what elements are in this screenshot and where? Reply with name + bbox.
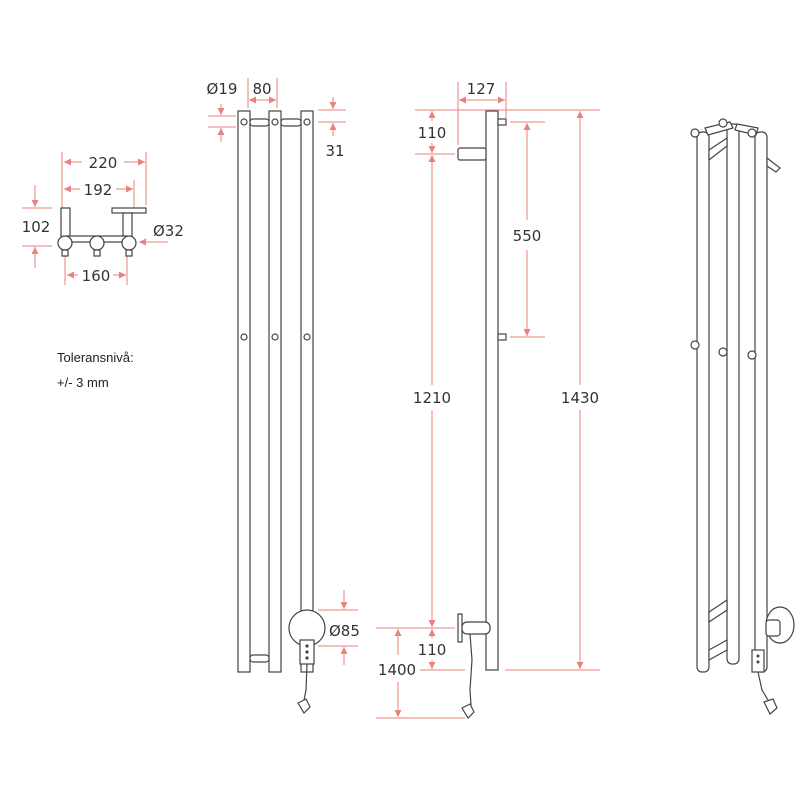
dim-ball-diameter: Ø32: [153, 222, 184, 240]
dim-bottom-offset: 110: [418, 641, 447, 659]
top-view: 220 192 102 Ø32 160: [22, 152, 184, 285]
perspective-view: [690, 118, 795, 715]
dim-thermostat-diameter: Ø85: [329, 622, 360, 640]
dim-top-offset: 31: [325, 142, 344, 160]
tolerance-value: +/- 3 mm: [57, 375, 109, 390]
dim-bracket-spacing: 160: [82, 267, 111, 285]
dim-cable-length: 1400: [378, 661, 416, 679]
dim-width-outer: 220: [89, 154, 118, 172]
dim-wall-depth: 127: [467, 80, 496, 98]
dim-width-inner: 192: [84, 181, 113, 199]
dim-tube-spacing: 80: [252, 80, 271, 98]
side-view: 127 110 1210 550 1430 110 1400: [376, 80, 600, 719]
dim-tube-diameter: Ø19: [207, 80, 238, 98]
dim-top-bracket-offset: 110: [418, 124, 447, 142]
tolerance-note: Toleransnivå: +/- 3 mm: [57, 350, 134, 390]
tolerance-label: Toleransnivå:: [57, 350, 134, 365]
dim-bracket-to-bracket: 1210: [413, 389, 451, 407]
dim-bracket-spacing: 550: [513, 227, 542, 245]
dim-depth: 102: [22, 218, 51, 236]
front-view: 80 Ø19 31 Ø85: [207, 78, 360, 714]
dim-total-height: 1430: [561, 389, 599, 407]
